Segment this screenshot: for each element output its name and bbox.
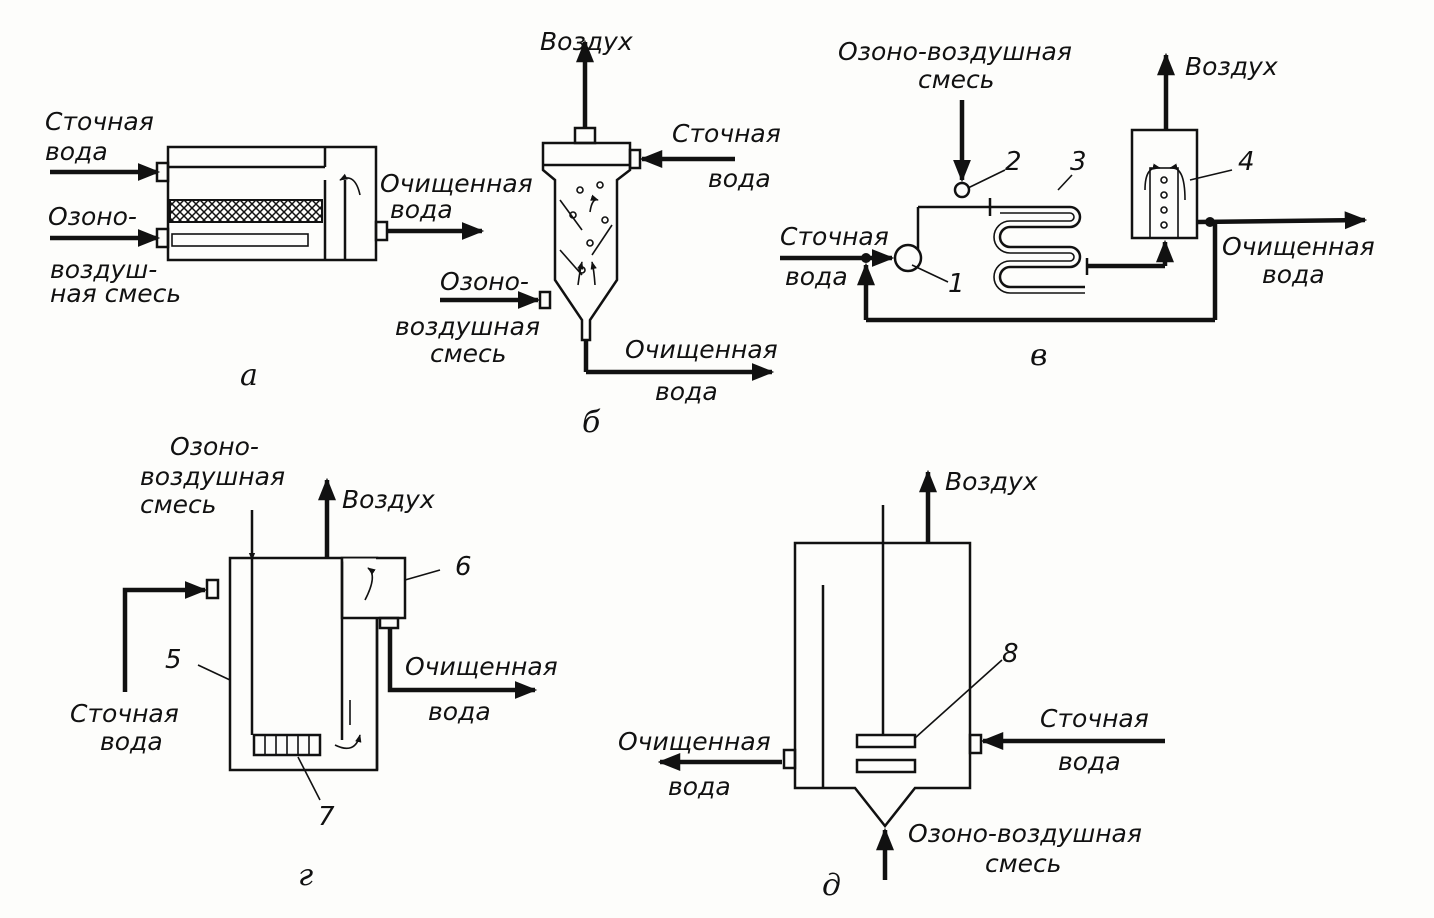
diffuser-tube [171, 233, 309, 247]
label-4: 4 [1238, 147, 1255, 177]
air-label: Воздух [945, 467, 1038, 496]
injector [953, 181, 971, 199]
wastewater-label: Сточная [1040, 704, 1149, 733]
ozone-label: Озоно- [48, 202, 137, 231]
cleaned-label: Очищенная [1222, 232, 1375, 261]
separator [1130, 128, 1199, 240]
subfigure-b: б [582, 405, 601, 440]
label-8: 8 [1002, 639, 1019, 669]
cleaned-label: Очищенная [625, 335, 778, 364]
water-out-label: вода [428, 697, 491, 726]
air-label: Воздух [1185, 52, 1278, 81]
cleaned-label: Очищенная [380, 169, 533, 198]
water-out-label: вода [668, 772, 731, 801]
mix-label: смесь [140, 490, 216, 519]
rotor-upper [855, 733, 917, 749]
air-mix-label: воздушная [395, 312, 540, 341]
scheme-a: Сточная вода Озоно- воздуш- ная смесь Оч… [45, 107, 533, 393]
ozone-air-label: Озоно-воздушная [908, 819, 1142, 848]
ozone-label: Озоно- [440, 267, 529, 296]
mix-label: ная смесь [50, 279, 181, 308]
mix-label: смесь [985, 849, 1061, 878]
subfigure-a: а [240, 358, 258, 393]
wastewater-label: Сточная [672, 119, 781, 148]
wastewater-label: Сточная [45, 107, 154, 136]
wastewater-label: Сточная [780, 222, 889, 251]
water-label: вода [708, 164, 771, 193]
water-label: вода [100, 727, 163, 756]
air-mix-label: воздушная [140, 462, 285, 491]
pump [893, 243, 923, 273]
column-reactor [541, 141, 632, 342]
water-label: вода [1058, 747, 1121, 776]
label-7: 7 [318, 802, 335, 832]
water-label: вода [45, 137, 108, 166]
cleaned-label: Очищенная [618, 727, 771, 756]
label-6: 6 [455, 552, 472, 582]
water-label: вода [785, 262, 848, 291]
air-mix-label: воздуш- [50, 255, 157, 284]
scheme-g: Озоно- воздушная смесь Воздух Сточная во… [70, 432, 558, 893]
subfigure-g: г [298, 858, 313, 893]
subfigure-d: д [822, 868, 841, 903]
scheme-d: Воздух 8 Сточная вода Очищенная вода Озо… [618, 467, 1165, 903]
water-out-label: вода [1262, 260, 1325, 289]
outlet-chamber [340, 556, 407, 620]
water-out-label: вода [390, 195, 453, 224]
air-label: Воздух [342, 485, 435, 514]
label-3: 3 [1070, 147, 1087, 177]
cleaned-label: Очищенная [405, 652, 558, 681]
scheme-b: Воздух Сточная вода Озоно- воздушная сме… [395, 27, 781, 440]
air-label: Воздух [540, 27, 633, 56]
subfigure-v: в [1030, 338, 1047, 373]
label-2: 2 [1005, 147, 1022, 177]
mix-label: смесь [918, 65, 994, 94]
packing-layer [169, 199, 323, 223]
ozone-label: Озоно- [170, 432, 259, 461]
water-out-label: вода [655, 377, 718, 406]
coil-reactor [990, 205, 1085, 289]
label-1: 1 [948, 269, 965, 299]
ozone-air-label: Озоно-воздушная [838, 37, 1072, 66]
mix-label: смесь [430, 339, 506, 368]
scheme-v: Озоно-воздушная смесь Воздух Сточная вод… [780, 37, 1375, 373]
label-5: 5 [165, 645, 182, 675]
wastewater-label: Сточная [70, 699, 179, 728]
rotor-lower [855, 758, 917, 774]
